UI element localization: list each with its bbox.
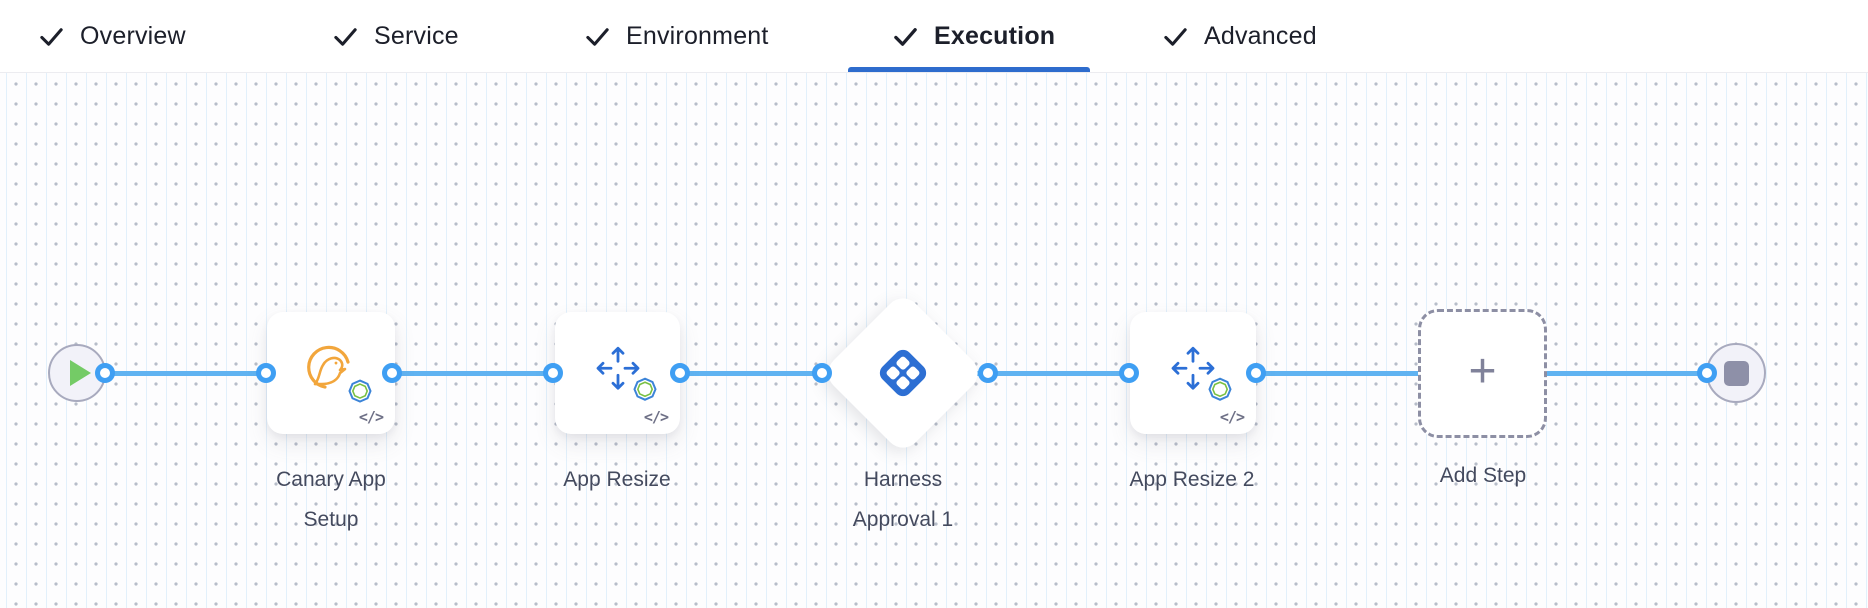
port-app-resize-2-out[interactable]: [1246, 363, 1266, 383]
port-app-resize-in[interactable]: [543, 363, 563, 383]
step-node-app-resize-2[interactable]: </>: [1130, 312, 1256, 434]
tab-label: Execution: [934, 21, 1056, 50]
tab-label: Overview: [80, 21, 186, 50]
port-canary-in[interactable]: [256, 363, 276, 383]
plus-icon: +: [1468, 344, 1497, 398]
check-icon: [894, 27, 917, 46]
step-node-canary-app-setup[interactable]: </>: [267, 312, 395, 434]
pipeline-canvas[interactable]: </> </>: [0, 72, 1868, 608]
step-label-add-step: Add Step: [1439, 464, 1527, 487]
tab-label: Environment: [626, 21, 769, 50]
hook-badge-icon: [632, 376, 658, 407]
port-app-resize-2-in[interactable]: [1119, 363, 1139, 383]
play-icon: [69, 360, 91, 386]
code-view-icon[interactable]: </>: [643, 408, 669, 426]
port-app-resize-out[interactable]: [670, 363, 690, 383]
port-approval-in[interactable]: [812, 363, 832, 383]
port-canary-out[interactable]: [382, 363, 402, 383]
tab-overview[interactable]: Overview: [38, 7, 186, 65]
pipeline-start-node[interactable]: [48, 344, 106, 402]
code-view-icon[interactable]: </>: [1219, 408, 1245, 426]
tab-service[interactable]: Service: [332, 7, 459, 65]
port-start-out[interactable]: [95, 363, 115, 383]
step-label-app-resize: App Resize: [563, 468, 671, 491]
check-icon: [1164, 27, 1187, 46]
check-icon: [586, 27, 609, 46]
port-approval-out[interactable]: [978, 363, 998, 383]
approval-node-harness-approval-1[interactable]: [820, 290, 986, 456]
step-node-app-resize[interactable]: </>: [555, 312, 680, 434]
step-label-harness-approval-1: Harness Approval 1: [852, 468, 954, 531]
resize-arrows-icon: [592, 342, 657, 401]
tab-label: Advanced: [1204, 21, 1317, 50]
stage-config-tabbar: Overview Service Environment Execution A…: [0, 0, 1868, 72]
step-label-app-resize-2: App Resize 2: [1129, 468, 1255, 491]
hook-badge-icon: [1207, 376, 1233, 407]
check-icon: [334, 27, 357, 46]
tab-advanced[interactable]: Advanced: [1162, 7, 1317, 65]
canary-bird-icon: [303, 340, 372, 403]
step-label-canary-app-setup: Canary App Setup: [276, 468, 386, 531]
add-step-button[interactable]: +: [1418, 309, 1547, 438]
stop-icon: [1723, 360, 1749, 386]
check-icon: [40, 27, 63, 46]
resize-arrows-icon: [1167, 342, 1232, 401]
tab-environment[interactable]: Environment: [584, 7, 769, 65]
tab-execution[interactable]: Execution: [892, 7, 1055, 65]
active-tab-underline: [848, 67, 1090, 72]
port-end-in[interactable]: [1697, 363, 1717, 383]
hook-badge-icon: [347, 378, 373, 409]
tab-label: Service: [374, 21, 459, 50]
code-view-icon[interactable]: </>: [358, 408, 384, 426]
